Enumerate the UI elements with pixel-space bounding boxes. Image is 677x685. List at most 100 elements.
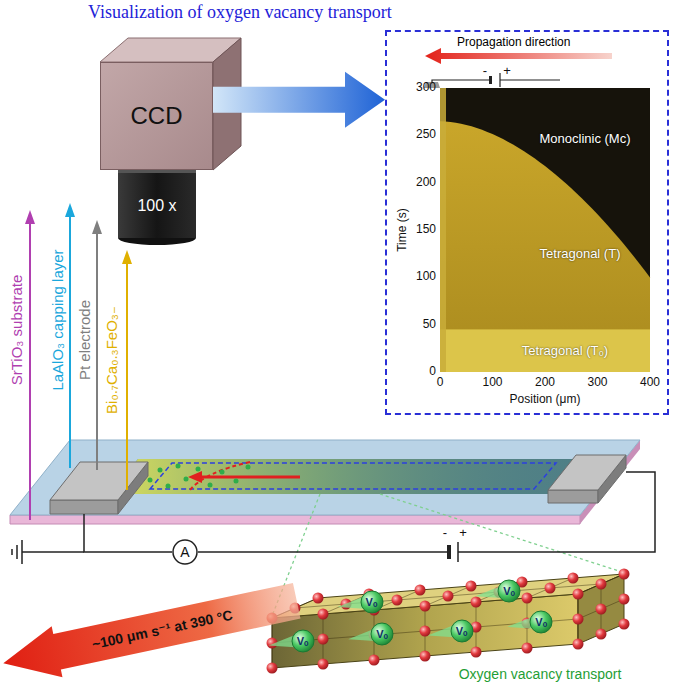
axis-tick-holder: 200 bbox=[535, 376, 555, 390]
node-text: 100 x bbox=[137, 197, 176, 215]
arrow-shape bbox=[0, 575, 302, 685]
axis-tick: 300 bbox=[416, 81, 436, 95]
axis-title-holder: Time (s) bbox=[396, 208, 410, 252]
vacancy-sphere bbox=[371, 623, 393, 645]
node-text: Tetragonal (T₀) bbox=[522, 343, 608, 358]
layer-label-holder: Pt electrode bbox=[76, 300, 93, 380]
title-holder: Visualization of oxygen vacancy transpor… bbox=[88, 2, 392, 23]
axis-tick-holder: 100 bbox=[482, 376, 502, 390]
axis-tick: 200 bbox=[416, 176, 436, 190]
axis-tick: 50 bbox=[423, 318, 436, 332]
text-holder: Vₒ bbox=[366, 596, 378, 608]
node-text: A bbox=[180, 544, 189, 560]
vacancy-sphere bbox=[498, 580, 520, 602]
text-holder: Vₒ bbox=[535, 616, 547, 628]
axis-tick: 200 bbox=[535, 376, 555, 390]
layer-label: SrTiO₃ substrate bbox=[8, 275, 25, 386]
oxygen-atom bbox=[318, 634, 329, 645]
node-text: Vₒ bbox=[297, 635, 309, 647]
vacancy-sphere bbox=[451, 620, 473, 642]
axis-tick: 100 bbox=[416, 270, 436, 284]
axis-tick-holder: 100 bbox=[416, 270, 436, 284]
oxygen-atom bbox=[420, 626, 431, 637]
axis-tick-holder: 300 bbox=[587, 376, 607, 390]
text-holder: Vₒ bbox=[503, 585, 515, 597]
axis-tick-holder: 150 bbox=[416, 223, 436, 237]
ammeter-circle bbox=[173, 540, 197, 564]
kymograph-plot: Monoclinic (Mc) Tetragonal (T) Tetragonal … bbox=[440, 88, 650, 372]
oxygen-atom bbox=[318, 659, 329, 670]
oxygen-atom bbox=[318, 609, 329, 620]
ammeter-symbol: A bbox=[172, 539, 198, 565]
oxygen-vacancy: Vₒ bbox=[370, 622, 394, 646]
text-holder: Tetragonal (T₀) bbox=[522, 343, 608, 358]
objective-lens: 100 x bbox=[118, 170, 196, 238]
vacancy-sphere bbox=[361, 591, 383, 613]
axis-tick: 150 bbox=[416, 223, 436, 237]
axis-tick: 300 bbox=[587, 376, 607, 390]
layer-label-holder: SrTiO₃ substrate bbox=[8, 275, 25, 386]
axis-tick: 0 bbox=[429, 365, 436, 379]
ccd-camera: CCD bbox=[100, 62, 213, 170]
layer-label-holder: LaAlO₃ capping layer bbox=[49, 249, 66, 390]
text-holder: Vₒ bbox=[297, 635, 309, 647]
vacancy-sphere bbox=[530, 611, 552, 633]
node-text: Vₒ bbox=[456, 625, 468, 637]
lattice-line bbox=[527, 578, 573, 598]
polarity-sign: - bbox=[483, 64, 487, 79]
axis-tick-holder: 0 bbox=[437, 376, 444, 390]
oxygen-atom bbox=[443, 591, 454, 602]
oxygen-atom bbox=[369, 655, 380, 666]
oxygen-atom bbox=[619, 569, 630, 580]
lattice-face bbox=[578, 574, 624, 644]
node-text: Tetragonal (T) bbox=[540, 246, 621, 261]
layer-label: LaAlO₃ capping layer bbox=[49, 249, 66, 390]
oxygen-atom bbox=[522, 643, 533, 654]
text-holder: A bbox=[180, 544, 189, 560]
t0-region bbox=[440, 329, 650, 372]
oxygen-atom bbox=[596, 579, 607, 590]
oxygen-vacancy: Vₒ bbox=[291, 629, 315, 653]
axis-tick: 250 bbox=[416, 128, 436, 142]
oxygen-atom bbox=[573, 589, 584, 600]
caption-label: Oxygen vacancy transport bbox=[459, 666, 622, 682]
oxygen-atom bbox=[573, 639, 584, 650]
node-text: Vₒ bbox=[366, 596, 378, 608]
node-text: Propagation direction bbox=[457, 35, 570, 49]
layer-label: Bi₀.₇Ca₀.₃FeO₃₋ bbox=[103, 306, 120, 414]
oxygen-vacancy: Vₒ bbox=[360, 590, 384, 614]
oxygen-atom bbox=[545, 583, 556, 594]
axis-tick-holder: 50 bbox=[423, 318, 436, 332]
oxygen-atom bbox=[420, 651, 431, 662]
text-holder: Monoclinic (Mc) bbox=[539, 131, 630, 146]
polarity-sign-holder: + bbox=[503, 64, 511, 79]
axis-tick-holder: 400 bbox=[640, 376, 660, 390]
axis-title-holder: Position (μm) bbox=[510, 393, 581, 407]
polarity-sign: - bbox=[443, 526, 447, 541]
oxygen-atom bbox=[313, 593, 324, 604]
oxygen-atom bbox=[522, 593, 533, 604]
oxygen-atom bbox=[392, 595, 403, 606]
electrode-strip bbox=[440, 88, 446, 372]
speed-arrow: ~100 μm s⁻¹ at 390 °C bbox=[0, 575, 302, 685]
polarity-sign: + bbox=[503, 64, 511, 79]
oxygen-atom bbox=[619, 619, 630, 630]
polarity-sign-holder: - bbox=[443, 526, 447, 541]
axis-tick-holder: 300 bbox=[416, 81, 436, 95]
oxygen-atom bbox=[471, 647, 482, 658]
axis-tick: 100 bbox=[482, 376, 502, 390]
oxygen-vacancy: Vₒ bbox=[497, 579, 521, 603]
node-text: Vₒ bbox=[503, 585, 515, 597]
plot-background bbox=[440, 88, 650, 372]
axis-tick: 0 bbox=[437, 376, 444, 390]
vacancy-sphere bbox=[292, 630, 314, 652]
node-text: CCD bbox=[131, 102, 183, 130]
axis-title: Position (μm) bbox=[510, 393, 581, 407]
polarity-sign-holder: + bbox=[459, 526, 467, 541]
oxygen-atom bbox=[466, 581, 477, 592]
connector-arrow bbox=[213, 72, 385, 128]
axis-title: Time (s) bbox=[396, 208, 410, 252]
tetragonal-region bbox=[440, 121, 650, 372]
lattice-line bbox=[425, 586, 471, 606]
oxygen-atom bbox=[420, 601, 431, 612]
